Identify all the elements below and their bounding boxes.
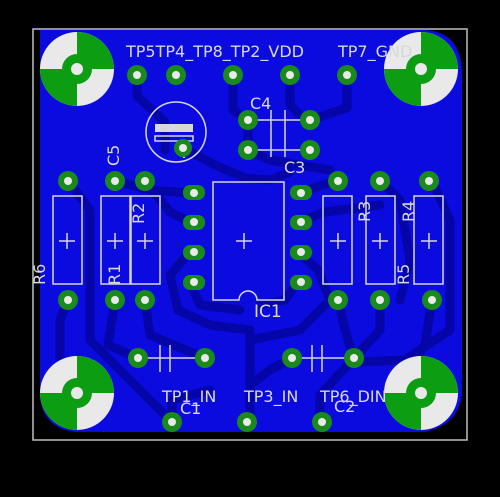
tp6-pad [312, 412, 332, 432]
r1-pad-top [105, 171, 125, 191]
mount-hole-bottom-right [384, 356, 458, 430]
ic1-pin-8 [290, 185, 312, 200]
c5-polarity-bar [155, 124, 193, 132]
label-tp-top: TP5TP4_TP8_TP2_VDD [126, 42, 304, 61]
ic1-pin-2 [183, 215, 205, 230]
c4-pad [238, 110, 258, 130]
c2-pad [282, 348, 302, 368]
label-tp6: TP6_DIN [320, 387, 387, 406]
r4-pad-top [419, 171, 439, 191]
c5-polarity-bar-2 [154, 135, 194, 142]
mount-hole-top-right [384, 32, 458, 106]
mount-hole-bottom-left [40, 356, 114, 430]
label-ic1: IC1 [254, 302, 282, 322]
tp2-pad [280, 65, 300, 85]
mount-hole-top-left [40, 32, 114, 106]
label-tp3: TP3_IN [244, 387, 299, 406]
ic1-pin-3 [183, 245, 205, 260]
c2-pad-2 [344, 348, 364, 368]
ic1-pin-1 [183, 185, 205, 200]
r4-pad-bottom [422, 290, 442, 310]
c3-pad [238, 140, 258, 160]
ic1-pin-7 [290, 215, 312, 230]
label-tp7: TP7_GND [338, 42, 413, 61]
c5-pad [174, 139, 192, 157]
c1-pad-2 [195, 348, 215, 368]
ic1-pin-4 [183, 275, 205, 290]
r1-pad-bottom [105, 290, 125, 310]
c4-pad-2 [300, 110, 320, 130]
r6-pad-bottom [58, 290, 78, 310]
label-r3: R3 [355, 200, 374, 222]
r2-pad-bottom [135, 290, 155, 310]
label-r5: R5 [394, 263, 413, 285]
tp8-pad [223, 65, 243, 85]
label-c2: C2 [334, 397, 356, 416]
r3-pad-bottom [328, 290, 348, 310]
label-r6: R6 [30, 263, 49, 285]
label-r4: R4 [399, 200, 418, 222]
label-c4: C4 [250, 94, 272, 113]
label-tp1: TP1_IN [162, 387, 217, 406]
c1-pad [128, 348, 148, 368]
board-outline [32, 28, 468, 441]
label-c1: C1 [180, 399, 202, 418]
r3-pad-top [328, 171, 348, 191]
label-c3: C3 [284, 158, 306, 177]
tp1-pad [162, 412, 182, 432]
tp3-pad [237, 412, 257, 432]
tp4-pad [166, 65, 186, 85]
r6-pad-top [58, 171, 78, 191]
ic1-pin-6 [290, 245, 312, 260]
tp5-pad [127, 65, 147, 85]
label-r2: R2 [129, 202, 148, 224]
c3-pad-2 [300, 140, 320, 160]
r5-pad-bottom [370, 290, 390, 310]
r5-pad-top [370, 171, 390, 191]
label-c5: C5 [104, 144, 123, 166]
tp7-pad [337, 65, 357, 85]
label-r1: R1 [105, 263, 124, 285]
r2-pad-top [135, 171, 155, 191]
ic1-pin-5 [290, 275, 312, 290]
pads [58, 65, 442, 432]
